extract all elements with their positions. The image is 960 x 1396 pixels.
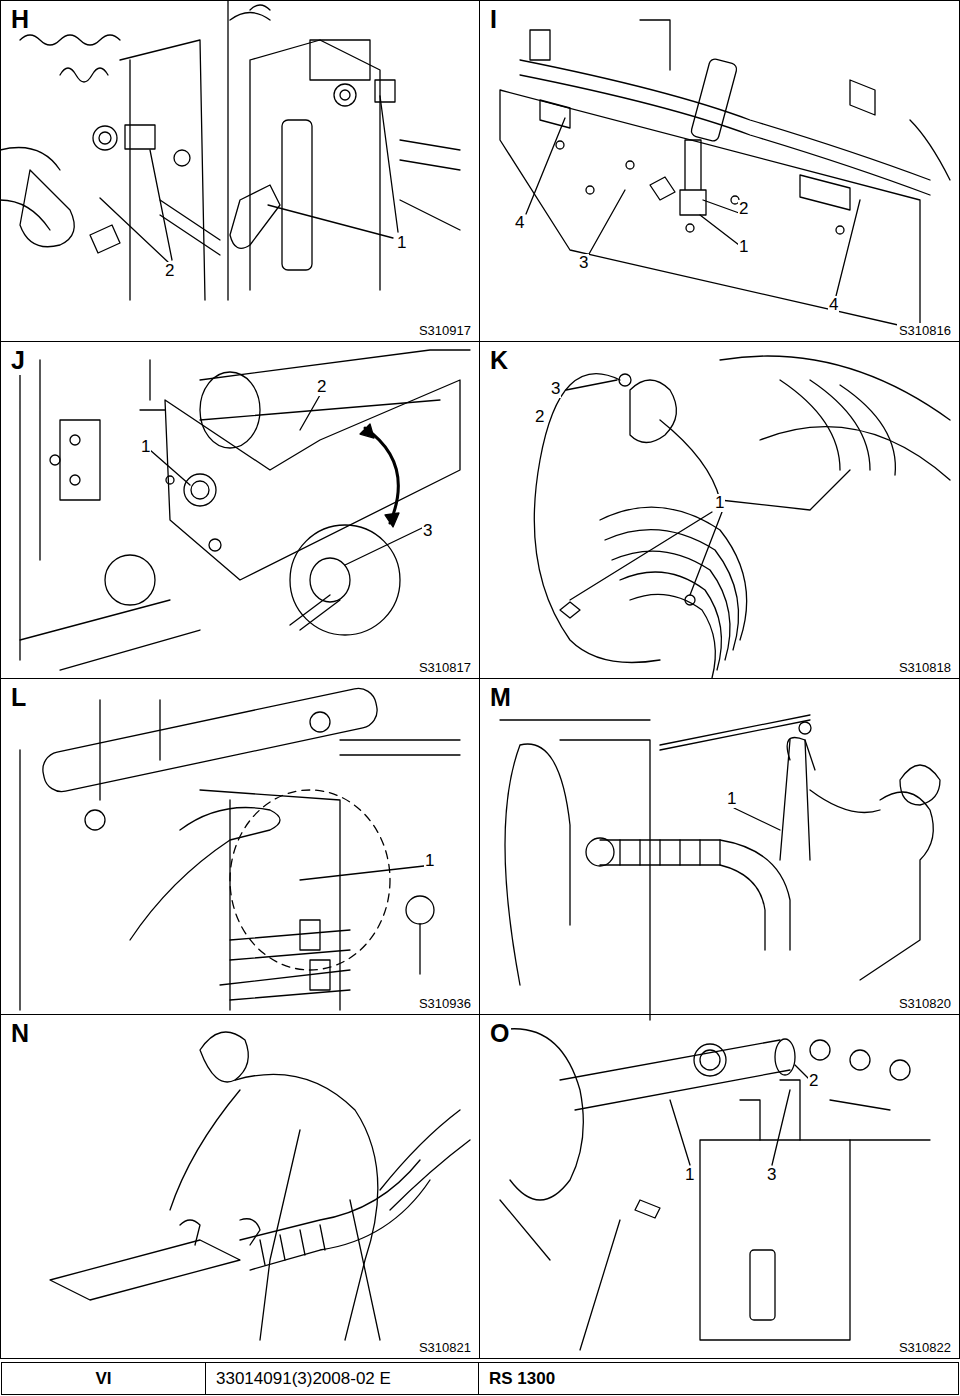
figure-code: S310816	[897, 323, 953, 338]
figure-panel: I S310816	[479, 0, 960, 342]
panel-letter: J	[9, 346, 27, 375]
figure-code: S310817	[417, 660, 473, 675]
footer-text: RS 1300	[489, 1369, 555, 1389]
panel-l-art	[20, 685, 460, 1010]
callout-number: 2	[164, 262, 175, 280]
footer-cell: VI	[1, 1362, 206, 1395]
panel-letter: O	[488, 1019, 511, 1048]
callout-number: 3	[766, 1166, 777, 1184]
panel-m-art	[500, 715, 940, 1020]
panel-letter: L	[9, 683, 28, 712]
panel-letter: I	[488, 5, 499, 34]
callout-number: 1	[396, 234, 407, 252]
callout-number: 3	[550, 380, 561, 398]
panel-n-art	[50, 1032, 470, 1340]
panel-j-art	[20, 350, 470, 670]
footer-cell: 33014091(3)2008-02 E	[205, 1362, 479, 1395]
panel-letter: K	[488, 346, 510, 375]
panel-letter: M	[488, 683, 513, 712]
callout-number: 2	[808, 1072, 819, 1090]
footer-text: 33014091(3)2008-02 E	[216, 1369, 391, 1389]
figure-code: S310822	[897, 1340, 953, 1355]
panel-k-art	[534, 356, 950, 678]
callout-number: 4	[514, 214, 525, 232]
figure-panel: J S310817	[0, 341, 480, 679]
panel-letter: N	[9, 1019, 31, 1048]
figure-code: S310821	[417, 1340, 473, 1355]
panel-letter: H	[9, 5, 31, 34]
panel-i-art	[500, 20, 950, 330]
figure-panel: M S310820	[479, 678, 960, 1015]
callout-number: 1	[726, 790, 737, 808]
callout-number: 2	[738, 200, 749, 218]
figure-code: S310820	[897, 996, 953, 1011]
figure-panel: L S310936	[0, 678, 480, 1015]
figure-panel: N S310821	[0, 1014, 480, 1359]
panel-h-art	[0, 0, 460, 300]
figure-code: S310917	[417, 323, 473, 338]
footer-cell: RS 1300	[478, 1362, 959, 1395]
callout-number: 2	[534, 408, 545, 426]
footer-text: VI	[95, 1369, 111, 1389]
figure-panel: H S310917	[0, 0, 480, 342]
callout-number: 4	[828, 296, 839, 314]
figure-code: S310818	[897, 660, 953, 675]
callout-number: 1	[738, 238, 749, 256]
callout-number: 1	[714, 494, 725, 512]
callout-number: 3	[578, 254, 589, 272]
panel-o-art	[500, 1029, 930, 1350]
callout-number: 1	[140, 438, 151, 456]
figure-code: S310936	[417, 996, 473, 1011]
callout-number: 3	[422, 522, 433, 540]
callout-number: 1	[684, 1166, 695, 1184]
callout-number: 1	[424, 852, 435, 870]
figure-panel: O S310822	[479, 1014, 960, 1359]
callout-number: 2	[316, 378, 327, 396]
